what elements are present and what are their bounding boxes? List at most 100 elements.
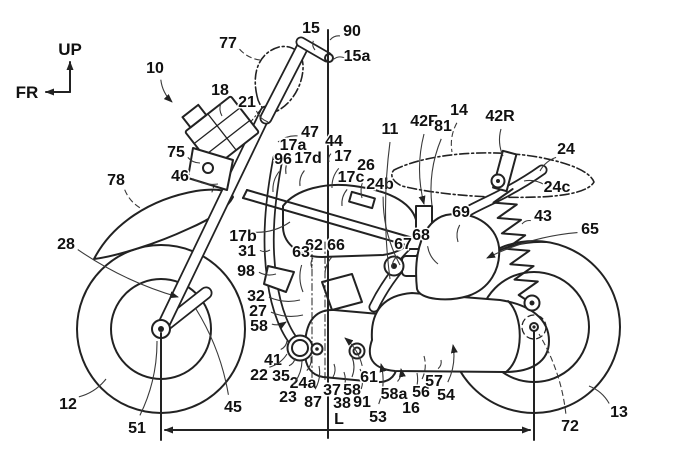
ref-label-14: 14 [450, 102, 468, 119]
leader-line-69 [456, 224, 461, 243]
ref-label-44: 44 [325, 133, 343, 150]
muffler [368, 292, 550, 373]
ref-label-24c: 24c [544, 179, 571, 196]
ref-label-35: 35 [272, 368, 290, 385]
ref-label-57: 57 [425, 373, 443, 390]
orientation-indicator: UP FR [16, 40, 82, 102]
leader-line-17a [285, 157, 291, 175]
ref-label-15a: 15a [344, 48, 371, 65]
wheelbase-dimension: L [160, 330, 535, 441]
leader-line-17d [299, 170, 305, 187]
ref-label-47: 47 [301, 124, 319, 141]
leader-line-24b [382, 196, 401, 266]
leader-line-14 [450, 122, 458, 153]
ref-label-12: 12 [59, 396, 77, 413]
leader-line-77 [239, 48, 261, 61]
air-cleaner-box [415, 213, 501, 301]
leader-line-27 [270, 311, 304, 318]
leader-line-56 [421, 355, 426, 380]
ref-label-67: 67 [394, 236, 412, 253]
ref-label-13: 13 [610, 404, 628, 421]
ref-label-23: 23 [279, 389, 297, 406]
ref-label-43: 43 [534, 208, 552, 225]
front-fork [155, 36, 334, 335]
ref-label-31: 31 [238, 243, 256, 260]
ref-label-58: 58 [250, 318, 268, 335]
leader-line-75 [187, 157, 201, 164]
shock-spring [492, 188, 539, 304]
leader-line-22 [269, 353, 288, 368]
leader-line-26 [360, 177, 365, 199]
ref-label-58a: 58a [381, 386, 408, 403]
ref-label-81: 81 [434, 118, 452, 135]
ref-label-17b: 17b [229, 228, 257, 245]
headlight-bracket [187, 147, 234, 191]
leader-line-57 [437, 359, 442, 370]
leader-line-45 [195, 308, 229, 395]
leader-line-61 [344, 337, 363, 367]
leader-line-42F [418, 133, 426, 205]
ref-label-32: 32 [247, 288, 265, 305]
frame-gusset [263, 265, 295, 293]
ref-label-21: 21 [238, 94, 256, 111]
ref-label-24: 24 [557, 141, 575, 158]
ref-label-17c: 17c [338, 169, 365, 186]
leader-line-32 [268, 296, 301, 302]
extension-lines [160, 330, 535, 441]
ref-label-11: 11 [382, 121, 399, 138]
leader-line-10 [160, 79, 173, 103]
ref-label-77: 77 [219, 35, 237, 52]
ref-label-63: 63 [292, 244, 310, 261]
leader-line-62 [310, 257, 314, 269]
ref-label-42F: 42F [410, 113, 438, 130]
ref-label-78: 78 [107, 172, 125, 189]
ref-label-51: 51 [128, 420, 146, 437]
ref-label-91: 91 [353, 394, 371, 411]
ref-label-17d: 17d [294, 150, 322, 167]
leader-line-96 [272, 171, 280, 193]
ref-label-46: 46 [171, 168, 189, 185]
leader-line-63 [299, 264, 304, 293]
ref-label-22: 22 [250, 367, 268, 384]
leader-line-51 [139, 340, 158, 416]
leader-line-11 [384, 141, 391, 280]
leader-line-43 [521, 219, 531, 225]
ref-label-69: 69 [452, 204, 470, 221]
rear-axle [521, 314, 547, 340]
ref-label-17a: 17a [280, 137, 307, 154]
leader-line-24a [306, 356, 312, 371]
leader-line-87 [314, 365, 321, 390]
ref-label-42R: 42R [485, 108, 515, 125]
ref-label-37: 37 [323, 382, 341, 399]
filler-cap [348, 190, 376, 210]
front-fender [93, 188, 234, 260]
leader-line-17b [255, 221, 291, 233]
leader-line-13 [588, 385, 610, 404]
ref-label-10: 10 [146, 60, 164, 77]
ref-label-41: 41 [264, 352, 282, 369]
leader-line-35 [288, 357, 296, 367]
leader-line-44 [328, 153, 332, 163]
leader-line-12 [78, 378, 107, 398]
leader-line-67 [391, 255, 398, 269]
ref-label-62: 62 [305, 237, 323, 254]
bolt [348, 342, 366, 360]
seat-phantom [391, 152, 595, 199]
ref-label-28: 28 [57, 236, 75, 253]
leader-line-46 [192, 178, 219, 185]
ref-label-27: 27 [249, 303, 267, 320]
front-axle [151, 319, 171, 339]
leader-line-24c [523, 179, 545, 186]
ref-label-90: 90 [343, 23, 361, 40]
leader-line-17 [331, 167, 340, 189]
ref-label-72: 72 [561, 418, 579, 435]
ref-label-15: 15 [302, 20, 320, 37]
ref-label-61: 61 [360, 369, 378, 386]
leader-line-54 [447, 344, 458, 383]
leader-line-31 [259, 249, 271, 253]
ref-label-75: 75 [167, 144, 185, 161]
ref-label-96: 96 [274, 151, 292, 168]
leader-line-68 [427, 246, 439, 265]
